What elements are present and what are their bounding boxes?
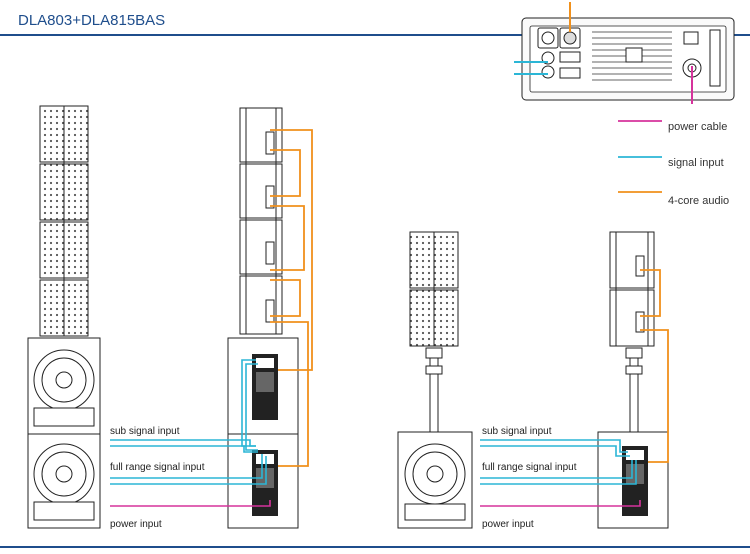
power-input-label-left: power input <box>110 519 162 530</box>
system-3-front-view <box>397 231 473 529</box>
full-range-signal-input-label-right: full range signal input <box>482 462 577 473</box>
signal-links-system-2 <box>241 359 258 451</box>
system-4-rear-view <box>597 231 669 529</box>
legend-signal-input-label: signal input <box>668 157 724 169</box>
subwoofer-top <box>27 337 101 435</box>
system-1-front-view <box>27 105 101 529</box>
system-2-rear-view <box>227 107 313 529</box>
bottom-divider <box>0 546 750 548</box>
audio-cables-system-4 <box>640 269 669 463</box>
top-divider <box>0 34 750 36</box>
full-range-signal-input-label-left: full range signal input <box>110 462 205 473</box>
page-title: DLA803+DLA815BAS <box>18 12 166 29</box>
power-input-label-right: power input <box>482 519 534 530</box>
subwoofer-rear-bottom <box>227 433 299 529</box>
audio-cables-system-2 <box>270 129 313 467</box>
amplifier-rear-panel <box>514 2 735 104</box>
legend-4-core-audio-label: 4-core audio <box>668 195 730 207</box>
input-wires-system-2 <box>110 439 271 507</box>
line-array-rear-modules <box>239 107 283 335</box>
subwoofer-rear-top <box>227 337 299 435</box>
legend-power-cable-label: power cable <box>668 121 728 133</box>
subwoofer-bottom <box>27 433 101 529</box>
input-wires-system-4 <box>480 439 641 507</box>
sub-signal-input-label-left: sub signal input <box>110 426 180 437</box>
sub-signal-input-label-right: sub signal input <box>482 426 552 437</box>
line-array-modules <box>39 105 89 337</box>
